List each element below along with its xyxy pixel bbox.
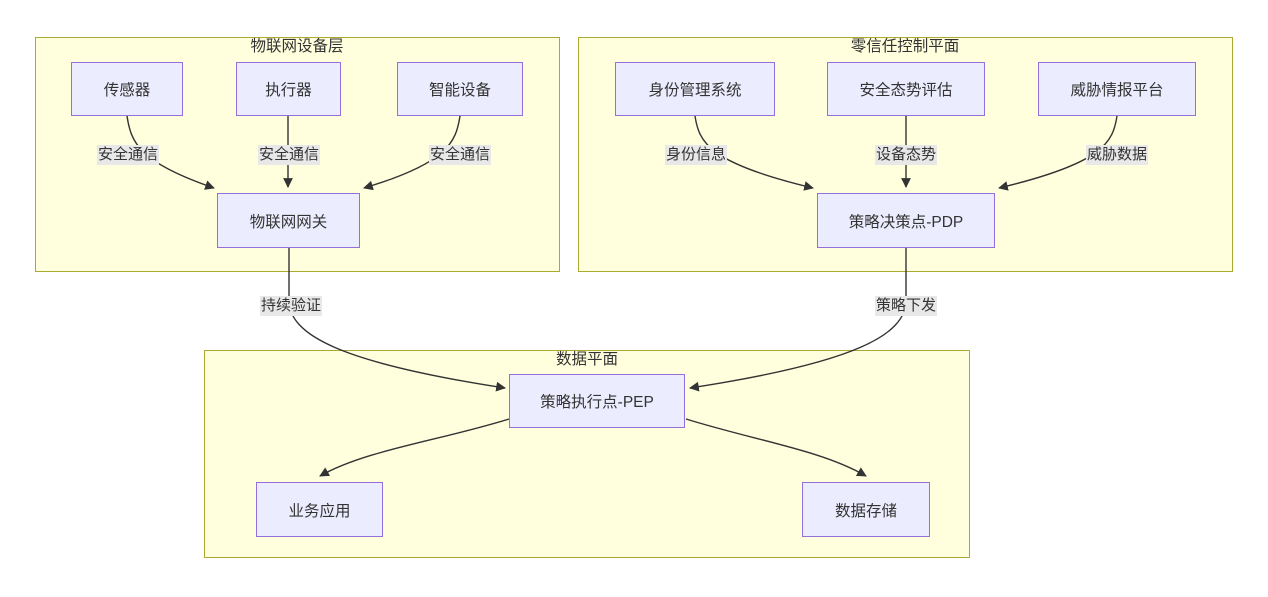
edge-label-posture-to-pdp: 设备态势 <box>874 145 938 165</box>
cluster-title-iot-device-layer: 物联网设备层 <box>250 38 344 55</box>
node-smart-device[interactable]: 智能设备 <box>397 62 523 116</box>
edge-label-sensor-to-gateway: 安全通信 <box>96 145 160 165</box>
node-security-posture-assessment[interactable]: 安全态势评估 <box>827 62 985 116</box>
cluster-title-zero-trust-control-plane: 零信任控制平面 <box>850 38 960 55</box>
node-iot-gateway[interactable]: 物联网网关 <box>217 193 360 248</box>
node-sensor[interactable]: 传感器 <box>71 62 183 116</box>
edge-label-actuator-to-gateway: 安全通信 <box>257 145 321 165</box>
edge-label-gateway-to-pep: 持续验证 <box>259 296 323 316</box>
node-data-storage[interactable]: 数据存储 <box>802 482 930 537</box>
edge-label-identity-to-pdp: 身份信息 <box>664 145 728 165</box>
node-business-application[interactable]: 业务应用 <box>256 482 383 537</box>
edge-label-pdp-to-pep: 策略下发 <box>874 296 938 316</box>
node-identity-management-system[interactable]: 身份管理系统 <box>615 62 775 116</box>
node-policy-decision-point-pdp[interactable]: 策略决策点-PDP <box>817 193 995 248</box>
node-actuator[interactable]: 执行器 <box>236 62 341 116</box>
cluster-title-data-plane: 数据平面 <box>555 351 619 368</box>
edge-label-smart-device-to-gateway: 安全通信 <box>428 145 492 165</box>
edge-label-threat-to-pdp: 威胁数据 <box>1085 145 1149 165</box>
node-threat-intelligence-platform[interactable]: 威胁情报平台 <box>1038 62 1196 116</box>
node-policy-enforcement-point-pep[interactable]: 策略执行点-PEP <box>509 374 685 428</box>
